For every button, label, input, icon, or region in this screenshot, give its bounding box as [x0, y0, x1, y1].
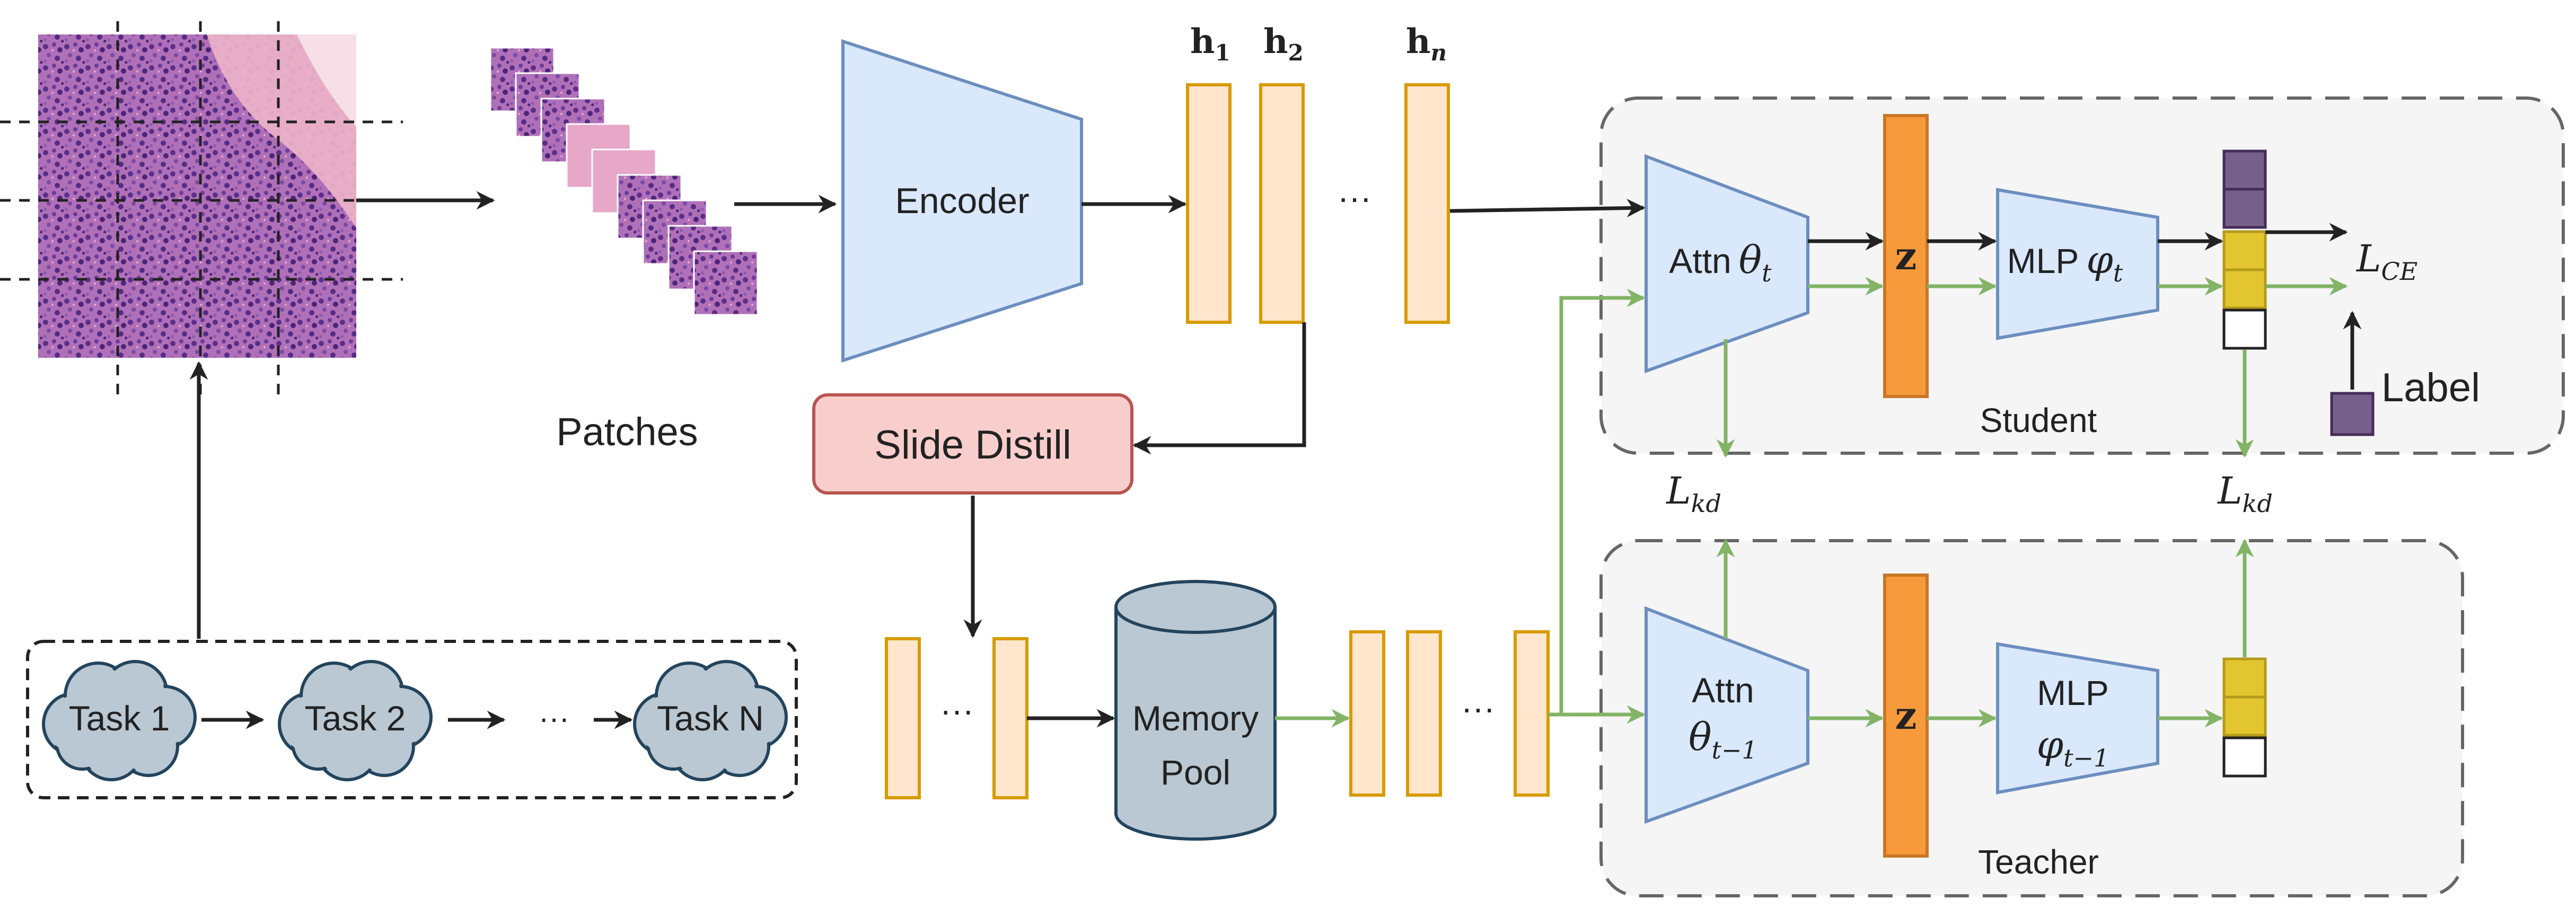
green-arrows [1275, 277, 2348, 728]
hn-label: hn [1406, 22, 1447, 66]
teacher-mlp-label: MLP [2037, 673, 2109, 712]
memory-pool-label-1: Memory [1132, 699, 1259, 738]
student-z-bar [1883, 114, 1929, 398]
distilled-feature-1 [885, 637, 921, 799]
encoder-trapezoid [841, 39, 1083, 363]
black-arrows [189, 191, 2362, 729]
h2-label: h2 [1263, 22, 1304, 66]
patches-label: Patches [556, 410, 698, 454]
slide-distill-label: Slide Distill [874, 422, 1071, 468]
memory-feature-1 [1349, 630, 1385, 797]
teacher-attn-label: Attn [1692, 671, 1754, 710]
feature-hn [1404, 83, 1450, 324]
slide-image [38, 34, 356, 358]
slide-distill-box [812, 393, 1133, 495]
feature-h1 [1186, 83, 1232, 324]
feature-h2 [1259, 83, 1305, 324]
label-square [2330, 392, 2375, 436]
task-n-label: Task N [657, 699, 764, 738]
memory-feature-n [1514, 630, 1550, 797]
memory-feature-2 [1406, 630, 1442, 797]
label-text: Label [2381, 365, 2480, 410]
lkd-label-logits: Lkd [2217, 469, 2273, 518]
patch-stack [489, 47, 759, 316]
student-logits [2222, 149, 2267, 350]
student-z-label: z [1895, 233, 1917, 278]
task-panel [26, 640, 798, 799]
distilled-feature-2 [992, 637, 1028, 799]
ellipsis-memory: ··· [1461, 689, 1495, 727]
memory-pool [1114, 580, 1277, 841]
ellipsis-tasks: ··· [539, 701, 569, 736]
student-label: Student [1980, 401, 2097, 439]
task-1-label: Task 1 [69, 699, 170, 738]
h1-label: h1 [1190, 22, 1230, 66]
teacher-logits [2222, 657, 2267, 778]
ellipsis-distilled: ··· [940, 691, 974, 729]
lce-label: LCE [2355, 237, 2417, 286]
teacher-attn-block [1645, 606, 1809, 824]
teacher-phi-label: φt−1 [2037, 722, 2109, 772]
teacher-z-label: z [1895, 693, 1917, 738]
student-attn-block [1645, 154, 1809, 374]
grid-lines [0, 21, 403, 395]
patch-tile [693, 250, 759, 316]
task-cloud [42, 660, 197, 781]
ellipsis-features: ··· [1338, 179, 1371, 217]
teacher-mlp-block [1996, 642, 2159, 795]
task-clouds [42, 660, 788, 781]
task-2-label: Task 2 [305, 699, 406, 738]
student-mlp-block [1996, 188, 2159, 340]
teacher-z-bar [1883, 574, 1929, 858]
memory-pool-label-2: Pool [1160, 753, 1230, 792]
task-cloud [633, 660, 788, 781]
task-cloud [278, 660, 433, 781]
teacher-label: Teacher [1978, 843, 2099, 881]
encoder-label: Encoder [895, 181, 1029, 221]
teacher-theta-label: θt−1 [1689, 715, 1757, 764]
lkd-label-attn: Lkd [1665, 469, 1721, 518]
